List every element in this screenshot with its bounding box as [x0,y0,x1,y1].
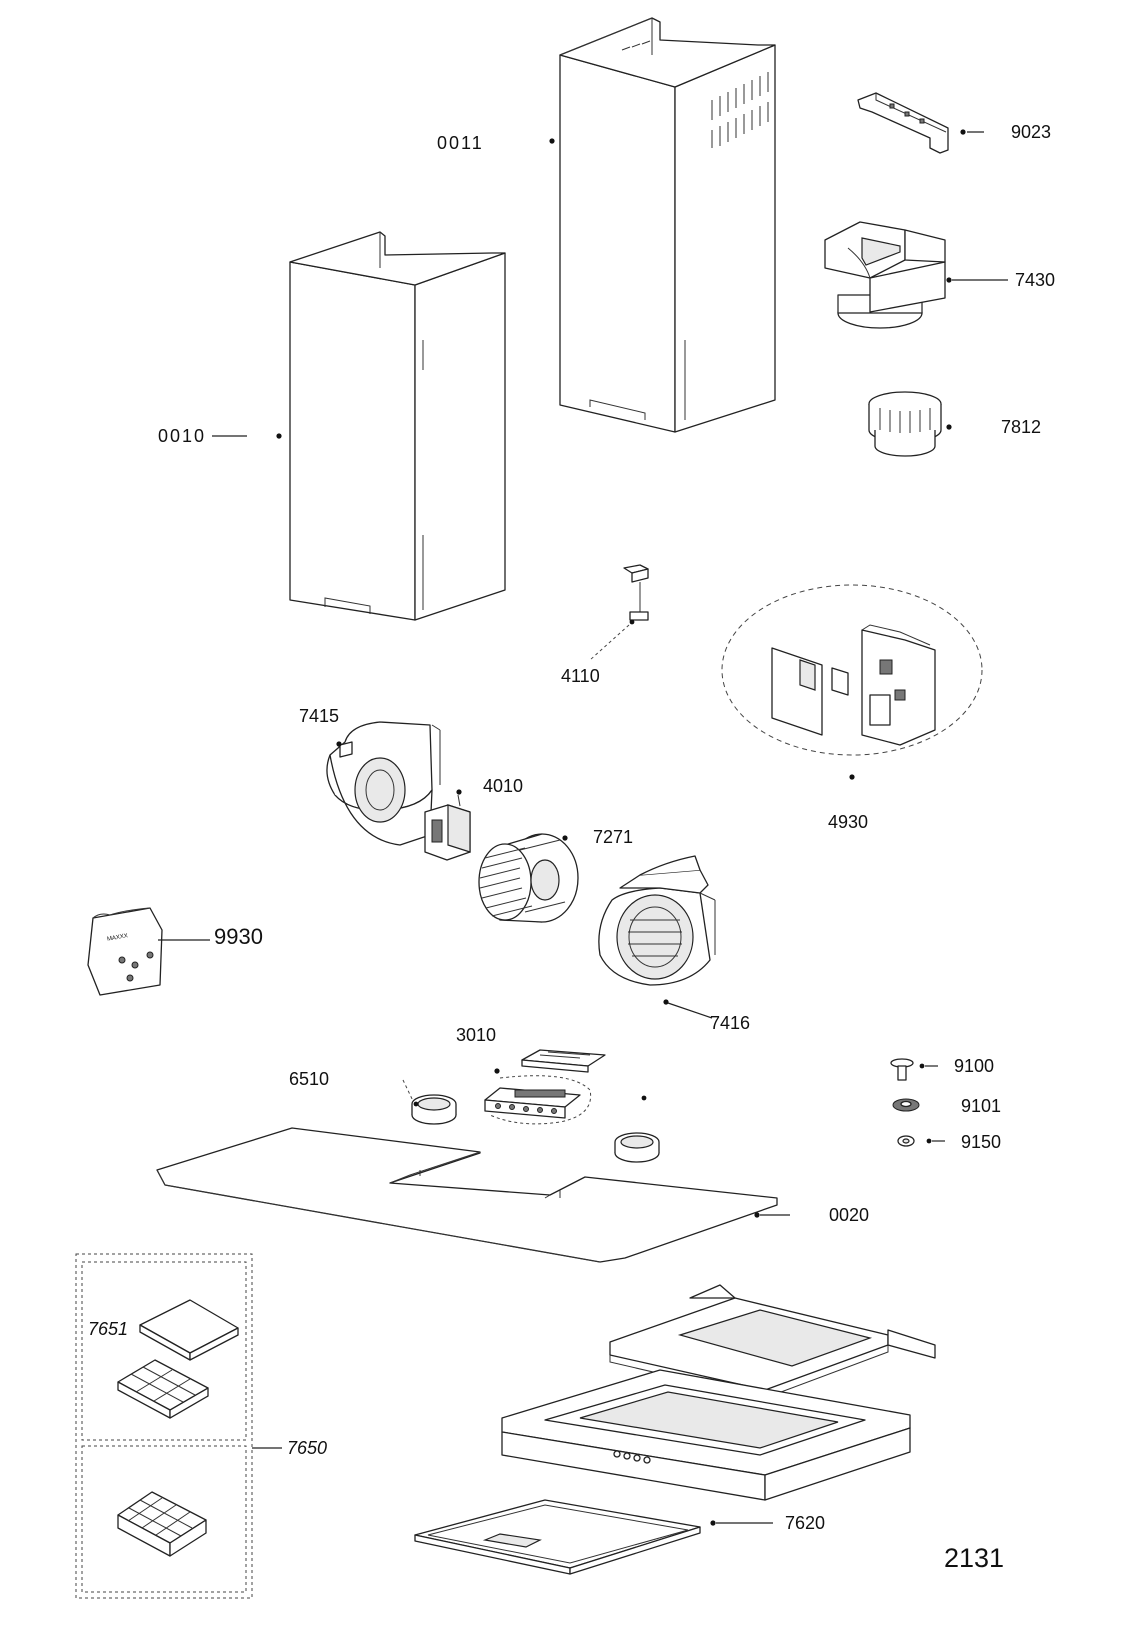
part-label-3010: 3010 [456,1025,497,1045]
part-label-7416: 7416 [710,1013,751,1033]
part-label-4010: 4010 [483,776,524,796]
part-label-0010: 0010 [158,426,207,446]
part-7415-blower-housing [326,721,441,846]
part-label-9930: 9930 [214,924,263,949]
part-0010-lower-chimney [212,231,506,621]
part-7650-filter-kit [75,1253,282,1599]
part-label-7620: 7620 [785,1513,826,1533]
part-0011-upper-chimney [549,17,776,433]
part-label-4930: 4930 [828,812,869,832]
part-4930-electronics-group [721,584,983,780]
part-label-9100: 9100 [954,1056,995,1076]
part-label-7812: 7812 [1001,417,1042,437]
part-label-7651: 7651 [88,1319,129,1339]
part-9023-bracket [857,92,984,154]
part-label-9101: 9101 [961,1096,1002,1116]
drawing-number: 2131 [944,1543,1005,1573]
part-label-6510: 6510 [289,1069,330,1089]
part-label-9023: 9023 [1011,122,1052,142]
part-7620-tray [414,1499,773,1575]
part-7416-blower-housing [598,855,716,1019]
part-7430-air-outlet [824,221,1008,329]
part-label-7430: 7430 [1015,270,1056,290]
part-label-7271: 7271 [593,827,634,847]
part-label-7650: 7650 [287,1438,328,1458]
part-9150-nut [897,1135,945,1147]
part-label-9150: 9150 [961,1132,1002,1152]
part-label-4110: 4110 [561,666,600,686]
part-7812-ring [868,391,952,457]
part-3010-electrical-board [484,1049,647,1125]
part-label-0011: 0011 [437,133,484,153]
part-9100-screw [890,1058,938,1081]
part-hood-frame [501,1284,936,1501]
part-0020-glass-panel [156,1127,790,1263]
part-6510-knobs [402,1079,660,1163]
part-9930-accessory-bag [87,907,210,996]
part-9101-washer [892,1098,920,1112]
part-4010-motor [424,789,471,861]
part-7271-fan-wheel [478,833,579,923]
part-label-7415: 7415 [299,706,340,726]
part-4110-connector [589,564,649,661]
part-label-0020: 0020 [829,1205,870,1225]
